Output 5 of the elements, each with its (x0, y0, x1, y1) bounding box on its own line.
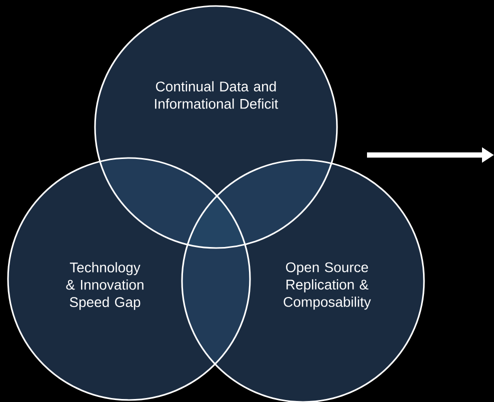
circle-label: Technology & Innovation Speed Gap (66, 262, 144, 310)
venn-circle (7, 157, 251, 401)
circle-label: Open Source Replication & Composability (284, 262, 371, 310)
venn-circle (94, 5, 338, 249)
circle-label: Continual Data and Informational Deficit (155, 81, 278, 109)
